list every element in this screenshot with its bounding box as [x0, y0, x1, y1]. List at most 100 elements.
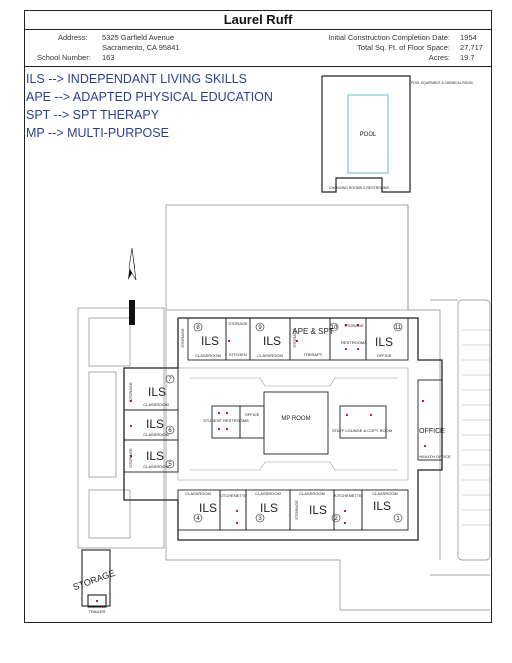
field-a [88, 317, 131, 367]
ils-room-label: ILS [148, 385, 166, 399]
ils-room-label: ILS [260, 501, 278, 515]
address-line1: 5325 Garfield Avenue [102, 33, 175, 42]
kitchenette-label: KITCHENETTE [334, 493, 362, 498]
storage-building [81, 549, 111, 607]
room-number-circle [393, 513, 403, 523]
storage-label-vertical: STORAGE [128, 382, 133, 402]
north-arrow-icon [128, 247, 137, 325]
classroom-label: CLASSROOM [195, 353, 221, 358]
ils-room-label: ILS [309, 503, 327, 517]
room-number-circle [193, 513, 203, 523]
room-1 [361, 489, 409, 531]
acres-label: Acres: [428, 53, 450, 62]
storage-label: STORAGE [228, 321, 248, 326]
room-number-circle [255, 513, 265, 523]
room-number-circle [255, 322, 265, 332]
room-number: 5 [168, 462, 172, 468]
legend-mp: MP --> MULTI-PURPOSE [26, 126, 169, 140]
plumbing-fixtures [96, 324, 426, 602]
ils-room-label: ILS [199, 501, 217, 515]
therapy-label: THERAPY [304, 352, 323, 357]
mp-room [263, 391, 329, 455]
storage-label: STORAGE [344, 323, 364, 328]
ils-room-label: ILS [263, 334, 281, 348]
room-number-circle [165, 459, 175, 469]
construction-date-label: Initial Construction Completion Date: [328, 33, 450, 42]
room-number-circle [331, 513, 341, 523]
classroom-label: CLASSROOM [185, 491, 211, 496]
changing-rooms-label: CHANGING ROOMS & RESTROOMS [329, 186, 390, 190]
storage-label-vertical: STORAGE [292, 328, 297, 348]
storage-label-vertical: STORAGE [294, 500, 299, 520]
site-outline-lower [165, 310, 490, 611]
classroom-label: CLASSROOM [255, 491, 281, 496]
room-number: 8 [196, 325, 200, 331]
admin-office-label: OFFICE [419, 428, 445, 435]
main-building [123, 317, 443, 541]
classroom-label: CLASSROOM [257, 353, 283, 358]
room-5 [123, 439, 179, 473]
kitchenette-label: KITCHENETTE [219, 493, 247, 498]
field-b [88, 371, 117, 478]
ils-room-label: ILS [373, 499, 391, 513]
kitchen-label: KITCHEN [229, 352, 247, 357]
address-label: Address: [58, 33, 88, 42]
ils-room-label: ILS [146, 417, 164, 431]
classroom-label: CLASSROOM [143, 432, 169, 437]
ils-room-label: ILS [201, 334, 219, 348]
trailer-label: TRAILER [89, 609, 106, 614]
room-number-circle [329, 322, 339, 332]
courtyard [177, 367, 409, 481]
pool-basin [347, 94, 389, 174]
parking-lot [457, 299, 491, 561]
student-restrooms-label: STUDENT RESTROOMS [203, 418, 249, 423]
room-number: 1 [396, 516, 400, 522]
site-outline-upper [165, 204, 409, 311]
room-number-circle [165, 374, 175, 384]
center-office [239, 405, 265, 439]
room-number-circle [165, 425, 175, 435]
classroom-label: CLASSROOM [143, 402, 169, 407]
legend-spt: SPT --> SPT THERAPY [26, 108, 160, 122]
acres-value: 19.7 [460, 53, 475, 62]
pool-building [321, 75, 411, 193]
room-number: 9 [258, 325, 262, 331]
address-line2: Sacramento, CA 95841 [102, 43, 180, 52]
legend-ils: ILS --> INDEPENDANT LIVING SKILLS [26, 72, 248, 86]
staff-lounge [339, 405, 387, 439]
classroom-label: CLASSROOM [143, 464, 169, 469]
field-border [77, 307, 165, 549]
school-number-label: School Number: [37, 53, 91, 62]
ils-room-label: ILS [146, 449, 164, 463]
room-11 [365, 317, 409, 361]
classroom-label: CLASSROOM [299, 491, 325, 496]
room-number: 3 [258, 516, 262, 522]
drawing-sheet-border [24, 10, 492, 623]
room-number: 11 [395, 325, 402, 331]
room-number-circle [393, 322, 403, 332]
walkway-top [190, 377, 398, 387]
restrooms-label: RESTROOMS [341, 340, 367, 345]
room-number: 7 [168, 377, 172, 383]
room-number: 6 [168, 428, 172, 434]
floor-space-label: Total Sq. Ft. of Floor Space: [357, 43, 450, 52]
parking-stripes [462, 329, 490, 526]
field-c [88, 489, 131, 539]
header-divider [24, 66, 492, 67]
floor-space-value: 27,717 [460, 43, 483, 52]
pool-label: POOL [360, 132, 377, 138]
legend-ape: APE --> ADAPTED PHYSICAL EDUCATION [26, 90, 273, 104]
trailer [87, 594, 107, 608]
pool-equipment-label: POOL EQUIPMENT & CHEMICAL ROOM [411, 81, 473, 85]
admin-office [417, 379, 443, 461]
construction-date-value: 1954 [460, 33, 477, 42]
room-number: 2 [334, 516, 338, 522]
storage-label-vertical: STORAGE [180, 328, 185, 348]
storage-label-vertical: STORAGE [128, 448, 133, 468]
page-title: Laurel Ruff [24, 10, 492, 30]
room-number: 4 [196, 516, 200, 522]
office-label: OFFICE [377, 353, 392, 358]
classroom-label: CLASSROOM [372, 491, 398, 496]
office-label: OFFICE [245, 412, 260, 417]
